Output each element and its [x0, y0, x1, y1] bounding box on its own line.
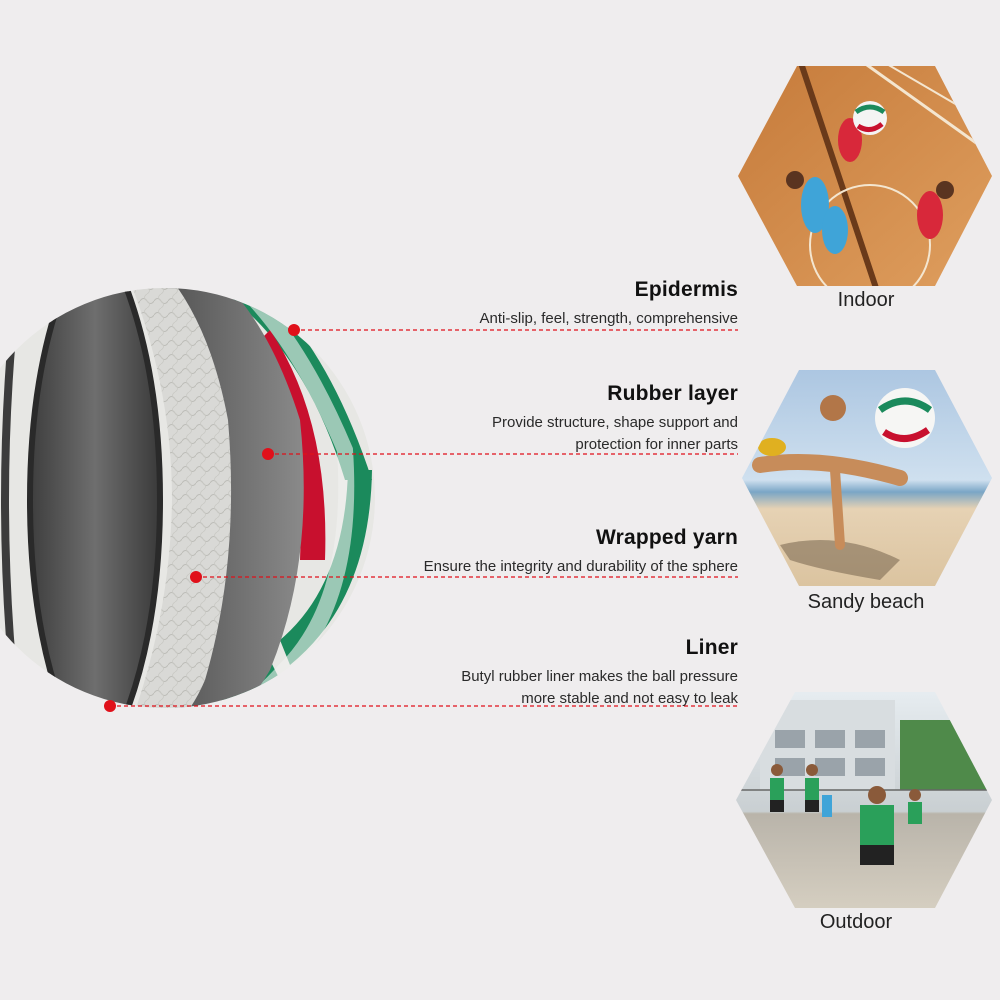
outdoor-label: Outdoor: [819, 911, 893, 933]
liner-description-line: more stable and not easy to leak: [521, 690, 738, 707]
liner-description: Butyl rubber liner makes the ball pressu…: [461, 666, 738, 710]
callout-liner: Liner Butyl rubber liner makes the ball …: [461, 636, 738, 710]
callout-wrapped-yarn: Wrapped yarn Ensure the integrity and du…: [424, 526, 738, 578]
epidermis-pointer-dot: [288, 324, 300, 336]
sandy-beach-scene-hexagon: [742, 370, 992, 586]
epidermis-title: Epidermis: [634, 278, 738, 301]
indoor-scene-hexagon: [738, 66, 992, 286]
liner-description-line: Butyl rubber liner makes the ball pressu…: [461, 668, 738, 685]
epidermis-description: Anti-slip, feel, strength, comprehensive: [480, 308, 738, 330]
callout-pointers: [110, 329, 738, 707]
rubber-layer-description: Provide structure, shape support and pro…: [492, 412, 738, 456]
outdoor-scene-hexagon: [736, 692, 992, 908]
callout-epidermis: Epidermis Anti-slip, feel, strength, com…: [480, 278, 738, 330]
rubber-layer-title: Rubber layer: [607, 382, 738, 405]
epidermis-description-line: Anti-slip, feel, strength, comprehensive: [479, 310, 738, 327]
indoor-label: Indoor: [837, 289, 895, 311]
liner-pointer-dot: [104, 700, 116, 712]
wrapped-yarn-title: Wrapped yarn: [595, 526, 738, 549]
ball-cutaway-illustration: [0, 288, 375, 708]
wrapped-yarn-pointer-dot: [190, 571, 202, 583]
rubber-layer-description-line: Provide structure, shape support and: [492, 414, 738, 431]
liner-title: Liner: [685, 636, 738, 659]
wrapped-yarn-description-line: Ensure the integrity and durability of t…: [423, 558, 738, 575]
callout-rubber-layer: Rubber layer Provide structure, shape su…: [492, 382, 738, 456]
rubber-layer-pointer-dot: [262, 448, 274, 460]
rubber-layer-description-line: protection for inner parts: [575, 436, 738, 453]
wrapped-yarn-description: Ensure the integrity and durability of t…: [424, 556, 738, 578]
sandy-beach-label: Sandy beach: [807, 591, 925, 613]
